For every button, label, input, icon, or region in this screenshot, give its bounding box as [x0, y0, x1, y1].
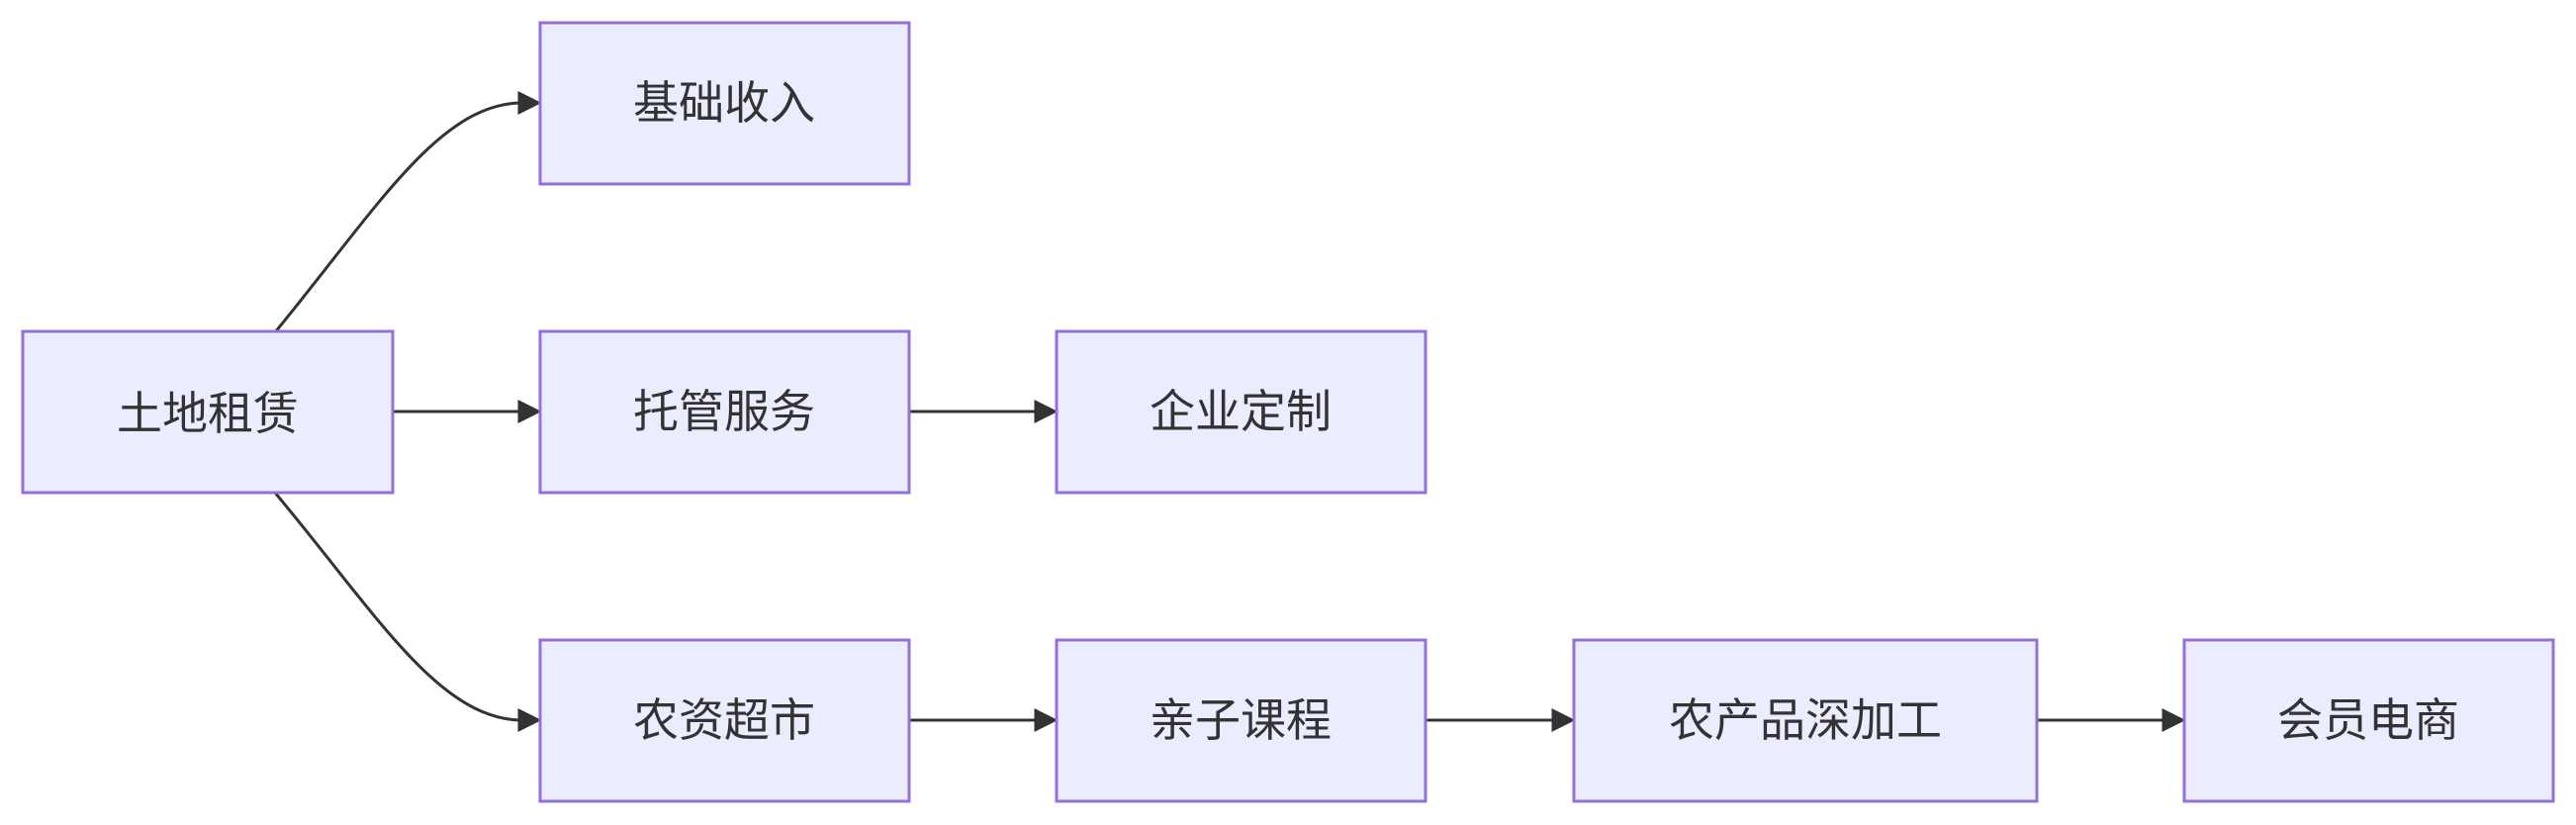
edge-land-lease-to-agri-supermarket	[273, 492, 542, 732]
node-base-income[interactable]: 基础收入	[538, 21, 911, 186]
edges	[273, 91, 2186, 732]
node-land-lease[interactable]: 土地租赁	[21, 329, 395, 495]
node-label: 土地租赁	[117, 387, 299, 440]
node-label: 会员电商	[2277, 693, 2459, 747]
node-label: 企业定制	[1150, 385, 1332, 438]
node-member-ecom[interactable]: 会员电商	[2182, 638, 2555, 803]
node-label: 基础收入	[633, 76, 815, 130]
node-box	[1572, 638, 2039, 803]
node-deep-processing[interactable]: 农产品深加工	[1572, 638, 2039, 803]
node-box	[538, 21, 911, 186]
node-box	[538, 638, 911, 803]
node-label: 亲子课程	[1150, 693, 1332, 747]
node-custody[interactable]: 托管服务	[538, 329, 911, 495]
node-box	[21, 329, 395, 495]
node-label: 托管服务	[633, 385, 815, 438]
node-box	[1055, 638, 1427, 803]
node-box	[2182, 638, 2555, 803]
node-enterprise[interactable]: 企业定制	[1055, 329, 1427, 495]
node-agri-supermarket[interactable]: 农资超市	[538, 638, 911, 803]
node-label: 农资超市	[633, 693, 815, 747]
node-label: 农产品深加工	[1669, 693, 1942, 747]
node-parent-child[interactable]: 亲子课程	[1055, 638, 1427, 803]
node-box	[538, 329, 911, 495]
node-box	[1055, 329, 1427, 495]
edge-land-lease-to-base-income	[273, 91, 542, 333]
